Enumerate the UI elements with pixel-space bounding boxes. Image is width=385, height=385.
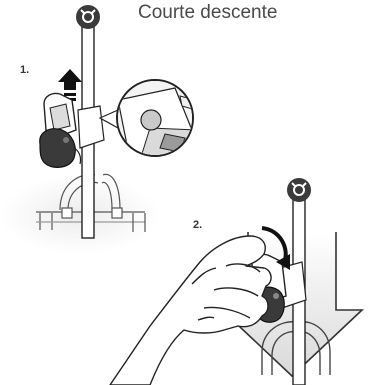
step-1-label: 1. <box>20 64 29 76</box>
hand <box>110 236 271 385</box>
step1-plate <box>78 106 104 148</box>
rope-end-icon-2 <box>287 178 311 202</box>
step-2-label: 2. <box>193 219 202 231</box>
page-title: Courte descente <box>138 2 277 24</box>
rope-end-icon <box>76 5 100 29</box>
step1-device <box>40 93 81 167</box>
step1-scene <box>0 5 200 255</box>
step1-zoom-callout <box>100 80 200 160</box>
